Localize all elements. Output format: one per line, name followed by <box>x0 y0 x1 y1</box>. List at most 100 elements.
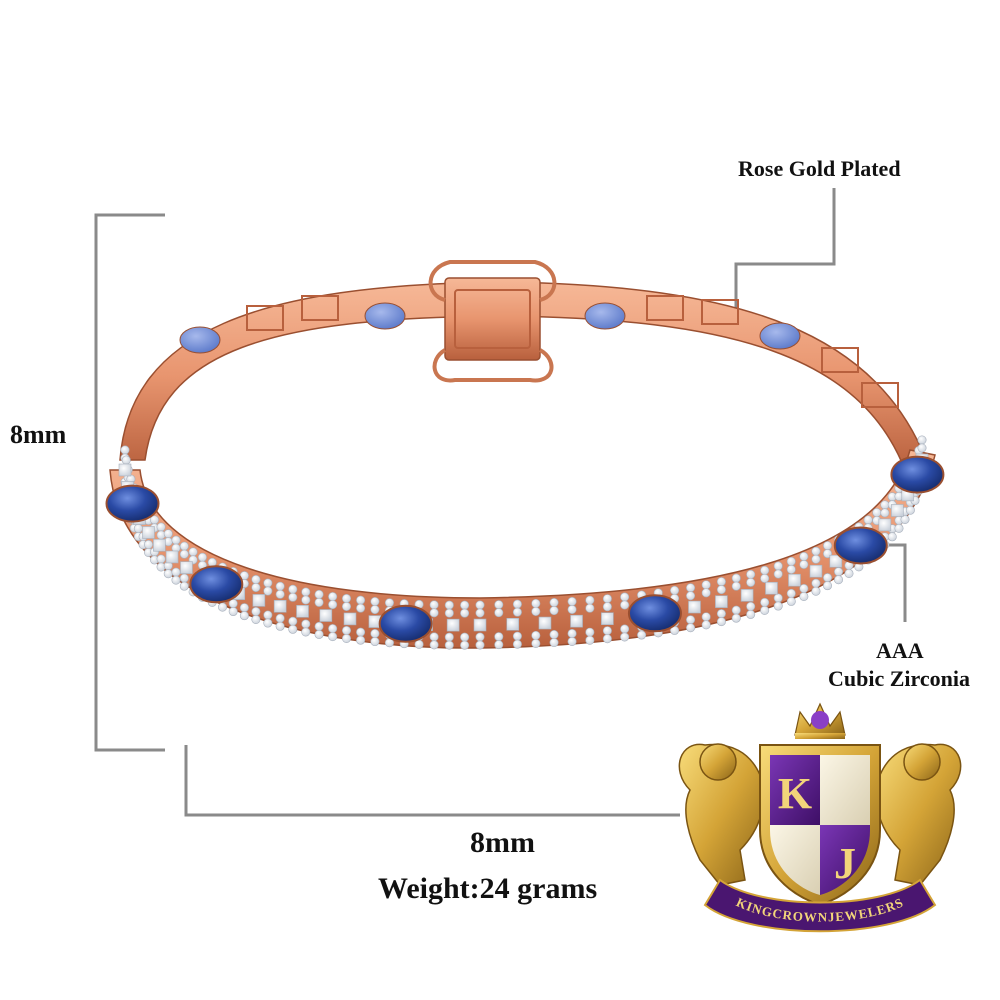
zirconia-stone <box>251 606 261 616</box>
back-link-setting <box>301 295 339 321</box>
bracelet-front-stones <box>105 435 945 650</box>
zirconia-stone <box>701 588 711 598</box>
sapphire-stone <box>105 484 160 523</box>
zirconia-stone <box>239 611 249 621</box>
princess-cut-stone <box>296 605 309 618</box>
zirconia-stone <box>799 559 809 569</box>
princess-cut-stone <box>165 550 179 564</box>
back-link-setting <box>246 305 284 331</box>
princess-cut-stone <box>273 599 287 613</box>
zirconia-stone <box>494 608 504 618</box>
princess-cut-stone <box>829 554 843 568</box>
zirconia-stone <box>341 601 351 611</box>
zirconia-stone <box>460 640 470 650</box>
bottom-dimension-bracket <box>184 745 680 817</box>
zirconia-stone <box>716 585 726 595</box>
zirconia-stone <box>811 554 821 564</box>
zirconia-stone <box>370 637 380 647</box>
zirconia-stone <box>773 569 783 579</box>
zirconia-stone <box>263 618 273 628</box>
zirconia-stone <box>746 609 756 619</box>
zirconia-stone <box>475 600 485 610</box>
zirconia-stone <box>460 608 470 618</box>
zirconia-stone <box>731 605 741 615</box>
princess-cut-stone <box>601 612 614 625</box>
zirconia-stone <box>429 632 439 642</box>
stone-type-label: Cubic Zirconia <box>828 666 971 691</box>
zirconia-stone <box>894 523 904 533</box>
zirconia-stone <box>799 583 809 593</box>
zirconia-stone <box>328 600 338 610</box>
zirconia-stone <box>786 564 796 574</box>
zirconia-stone <box>760 565 770 575</box>
back-link-setting <box>701 299 739 325</box>
left-dimension-label: 8mm <box>10 420 67 449</box>
back-link-setting <box>646 295 684 321</box>
zirconia-stone <box>686 583 696 593</box>
zirconia-stone <box>171 575 181 585</box>
princess-cut-stone <box>788 573 801 587</box>
zirconia-stone <box>811 586 821 596</box>
zirconia-stone <box>786 556 796 566</box>
zirconia-stone <box>475 608 485 618</box>
zirconia-stone <box>429 600 439 610</box>
zirconia-stone <box>670 585 680 595</box>
bracelet-front-band <box>109 449 936 649</box>
zirconia-stone <box>701 620 711 630</box>
zirconia-stone <box>301 627 311 637</box>
zirconia-stone <box>314 589 324 599</box>
zirconia-stone <box>567 596 577 606</box>
zirconia-stone <box>531 606 541 616</box>
princess-cut-stone <box>180 561 193 574</box>
zirconia-stone <box>328 624 338 634</box>
zirconia-stone <box>356 603 366 613</box>
zirconia-stone <box>171 567 181 577</box>
zirconia-stone <box>263 610 273 620</box>
princess-cut-stone <box>142 526 155 539</box>
zirconia-stone <box>251 582 261 592</box>
monogram-top: K <box>778 769 812 818</box>
zirconia-stone <box>585 595 595 605</box>
zirconia-stone <box>301 619 311 629</box>
zirconia-stone <box>156 522 166 532</box>
left-dimension-bracket <box>94 213 165 752</box>
princess-cut-stone <box>740 589 754 602</box>
zirconia-stone <box>549 606 559 616</box>
zirconia-stone <box>179 581 189 591</box>
zirconia-stone <box>686 623 696 633</box>
zirconia-stone <box>760 597 770 607</box>
back-sapphire <box>364 302 406 330</box>
zirconia-stone <box>288 584 298 594</box>
zirconia-stone <box>444 600 454 610</box>
zirconia-stone <box>121 455 131 465</box>
zirconia-stone <box>263 586 273 596</box>
zirconia-stone <box>460 600 470 610</box>
zirconia-stone <box>512 599 522 609</box>
zirconia-stone <box>384 598 394 608</box>
zirconia-stone <box>811 546 821 556</box>
zirconia-stone <box>429 608 439 618</box>
zirconia-stone <box>760 605 770 615</box>
zirconia-stone <box>494 600 504 610</box>
bracelet-back-links <box>179 295 899 408</box>
back-link-setting <box>861 382 899 408</box>
zirconia-stone <box>887 532 897 542</box>
zirconia-stone <box>823 581 833 591</box>
zirconia-stone <box>716 577 726 587</box>
zirconia-stone <box>288 616 298 626</box>
princess-cut-stone <box>153 538 166 552</box>
zirconia-stone <box>863 515 873 525</box>
zirconia-stone <box>275 621 285 631</box>
weight-label: Weight:24 grams <box>378 872 598 905</box>
back-sapphire <box>759 322 801 350</box>
zirconia-stone <box>844 568 854 578</box>
zirconia-stone <box>179 549 189 559</box>
zirconia-stone <box>773 561 783 571</box>
zirconia-stone <box>773 601 783 611</box>
zirconia-stone <box>494 632 504 642</box>
bottom-dimension-label: 8mm <box>470 826 535 859</box>
zirconia-stone <box>799 551 809 561</box>
zirconia-stone <box>799 591 809 601</box>
zirconia-stone <box>746 577 756 587</box>
